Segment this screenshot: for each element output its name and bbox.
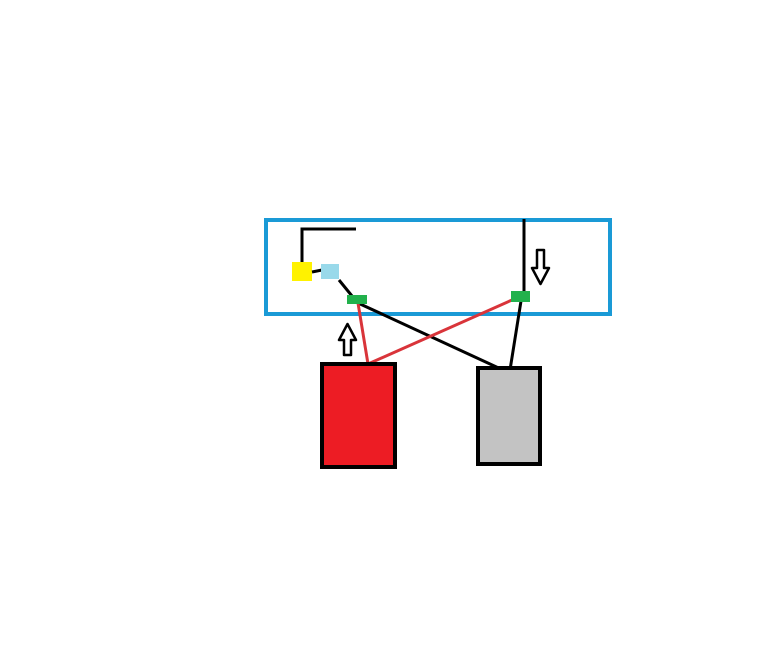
right-terminal <box>511 291 530 302</box>
gray-box <box>476 366 542 466</box>
l-shaped-wire <box>300 227 356 264</box>
yellow-block <box>292 262 312 281</box>
red-box <box>320 362 397 469</box>
blue-to-terminal-wire <box>337 279 354 297</box>
up-arrow-icon <box>337 322 358 357</box>
left-terminal <box>347 295 367 304</box>
light-blue-block <box>321 264 339 279</box>
yellow-to-blue-wire <box>311 268 323 274</box>
blue-frame <box>264 218 612 316</box>
down-arrow-icon <box>530 248 551 286</box>
right-terminal-to-gray-wire <box>508 300 523 371</box>
